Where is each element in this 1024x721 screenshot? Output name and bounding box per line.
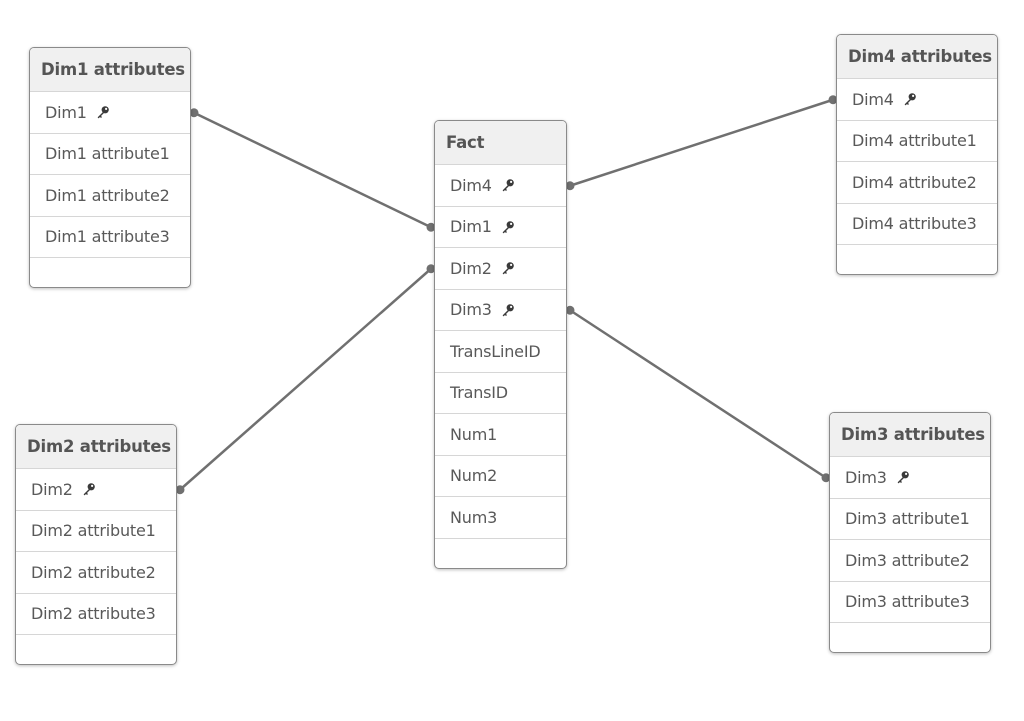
field-label: Dim2 attribute1	[31, 521, 156, 541]
table-dim4-attributes[interactable]: Dim4 attributes Dim4 Dim4 attribute1 Dim…	[836, 34, 998, 275]
field-row[interactable]: Num3	[435, 497, 566, 539]
association-line[interactable]	[569, 98, 834, 187]
table-header: Dim1 attributes	[30, 48, 190, 92]
field-row[interactable]: TransID	[435, 373, 566, 414]
field-row[interactable]: Dim1 attribute1	[30, 134, 190, 175]
field-label: Dim2 attribute3	[31, 604, 156, 624]
key-icon	[501, 261, 515, 275]
field-label: Dim3 attribute2	[845, 550, 970, 570]
field-row[interactable]: Dim2 attribute3	[16, 594, 176, 635]
association-line[interactable]	[569, 309, 827, 479]
field-row[interactable]: Dim4 attribute3	[837, 204, 997, 245]
field-label: Dim3	[450, 300, 492, 320]
field-label: Dim4	[450, 175, 492, 195]
field-label: Dim1 attribute1	[45, 144, 170, 164]
field-row[interactable]: Dim4	[435, 165, 566, 207]
field-row[interactable]: Dim1 attribute2	[30, 175, 190, 217]
table-header: Dim2 attributes	[16, 425, 176, 469]
field-row[interactable]: Dim1	[435, 207, 566, 248]
field-row[interactable]: Dim2 attribute2	[16, 552, 176, 594]
field-row[interactable]: Dim3	[435, 290, 566, 331]
table-header: Dim3 attributes	[830, 413, 990, 457]
field-row[interactable]: TransLineID	[435, 331, 566, 373]
field-row[interactable]: Dim3 attribute2	[830, 540, 990, 582]
empty-row	[830, 623, 990, 652]
field-label: Dim1	[45, 102, 87, 122]
field-label: TransID	[450, 383, 508, 403]
key-icon	[903, 92, 917, 106]
field-row[interactable]: Dim3 attribute1	[830, 499, 990, 540]
field-label: Dim1 attribute3	[45, 227, 170, 247]
field-label: Dim3 attribute3	[845, 592, 970, 612]
table-dim3-attributes[interactable]: Dim3 attributes Dim3 Dim3 attribute1 Dim…	[829, 412, 991, 653]
field-label: Dim3 attribute1	[845, 509, 970, 529]
field-label: Dim2	[450, 258, 492, 278]
field-row[interactable]: Dim1 attribute3	[30, 217, 190, 258]
table-dim2-attributes[interactable]: Dim2 attributes Dim2 Dim2 attribute1 Dim…	[15, 424, 177, 665]
key-icon	[82, 482, 96, 496]
field-row[interactable]: Dim4 attribute1	[837, 121, 997, 162]
field-row[interactable]: Num2	[435, 456, 566, 497]
key-icon	[896, 470, 910, 484]
field-label: Dim4 attribute2	[852, 172, 977, 192]
field-row[interactable]: Dim3 attribute3	[830, 582, 990, 623]
table-header: Fact	[435, 121, 566, 165]
key-icon	[501, 220, 515, 234]
field-label: Dim3	[845, 467, 887, 487]
field-row[interactable]: Dim2	[16, 469, 176, 511]
field-label: Dim4 attribute1	[852, 131, 977, 151]
field-row[interactable]: Dim4	[837, 79, 997, 121]
field-label: Dim4	[852, 89, 894, 109]
field-row[interactable]: Dim4 attribute2	[837, 162, 997, 204]
field-row[interactable]: Dim1	[30, 92, 190, 134]
field-row[interactable]: Dim2	[435, 248, 566, 290]
key-icon	[96, 105, 110, 119]
field-row[interactable]: Num1	[435, 414, 566, 456]
field-label: Dim4 attribute3	[852, 214, 977, 234]
field-row[interactable]: Dim2 attribute1	[16, 511, 176, 552]
empty-row	[30, 258, 190, 287]
field-label: Num1	[450, 424, 498, 444]
field-label: Num3	[450, 507, 498, 527]
association-line[interactable]	[179, 267, 432, 491]
field-label: Dim1	[450, 217, 492, 237]
empty-row	[837, 245, 997, 274]
table-fact[interactable]: Fact Dim4 Dim1 Dim2 Dim3 TransLineID Tra…	[434, 120, 567, 569]
table-dim1-attributes[interactable]: Dim1 attributes Dim1 Dim1 attribute1 Dim…	[29, 47, 191, 288]
field-label: Num2	[450, 466, 498, 486]
field-label: TransLineID	[450, 341, 541, 361]
field-label: Dim1 attribute2	[45, 185, 170, 205]
key-icon	[501, 178, 515, 192]
field-label: Dim2 attribute2	[31, 562, 156, 582]
empty-row	[435, 539, 566, 568]
field-label: Dim2	[31, 479, 73, 499]
key-icon	[501, 303, 515, 317]
association-line[interactable]	[193, 111, 432, 229]
field-row[interactable]: Dim3	[830, 457, 990, 499]
table-header: Dim4 attributes	[837, 35, 997, 79]
empty-row	[16, 635, 176, 664]
